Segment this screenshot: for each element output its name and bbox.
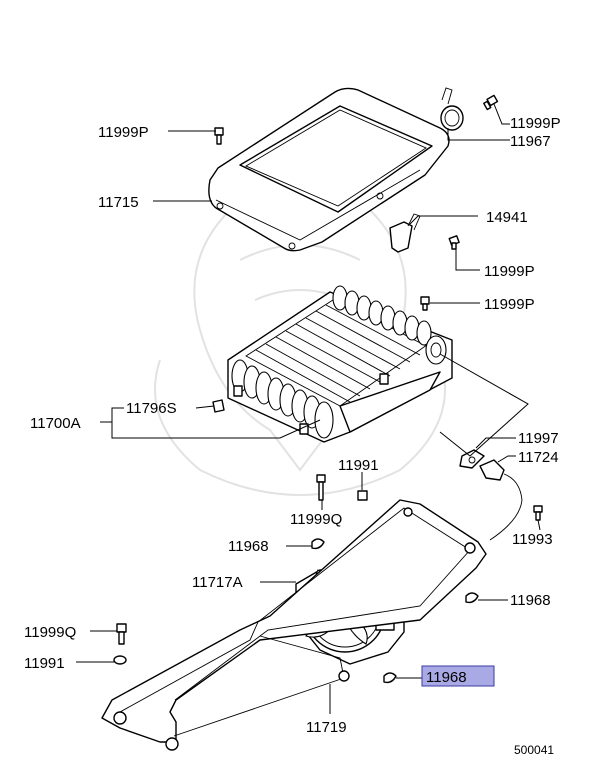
- clip-icon: [465, 592, 479, 604]
- fan-bracket-frame: [101, 499, 487, 751]
- sensor-icon: [479, 459, 523, 541]
- tank-ribs: [231, 359, 334, 439]
- callout-11999q-left[interactable]: 11999Q: [24, 624, 76, 641]
- bolt-icon: [483, 94, 499, 111]
- bolt-icon: [316, 474, 326, 501]
- clip-icon: [383, 672, 397, 684]
- callout-11968-highlight[interactable]: 11968: [426, 669, 467, 686]
- nut-icon: [113, 655, 127, 665]
- bracket-icon: [389, 213, 421, 253]
- clip-icon: [311, 538, 325, 550]
- bolt-icon: [420, 296, 430, 311]
- diagram-code: 500041: [514, 743, 554, 757]
- tank-ribs: [332, 285, 447, 365]
- highlight-box: [421, 665, 495, 687]
- callout-11999p-mid2[interactable]: 11999P: [484, 296, 535, 313]
- bolt-icon: [448, 235, 460, 250]
- callout-11967[interactable]: 11967: [510, 133, 551, 150]
- callout-11991-mid[interactable]: 11991: [338, 457, 379, 474]
- nut-icon: [357, 490, 368, 501]
- callout-11796s[interactable]: 11796S: [126, 400, 177, 417]
- leader-lines: [76, 103, 541, 714]
- callout-11999p-top-right[interactable]: 11999P: [510, 115, 561, 132]
- intercooler-core: [227, 285, 453, 443]
- gasket-icon: [459, 449, 485, 469]
- callout-labels: 11999P 11967 11999P 11715 14941 11999P 1…: [24, 115, 561, 736]
- callout-11719[interactable]: 11719: [306, 719, 347, 736]
- callout-11717a[interactable]: 11717A: [192, 574, 243, 591]
- callout-11991-left[interactable]: 11991: [24, 655, 65, 672]
- bolt-icon: [116, 623, 127, 645]
- callout-11724[interactable]: 11724: [518, 449, 559, 466]
- hose-clamp-icon: [440, 87, 464, 131]
- callout-11968-right[interactable]: 11968: [510, 592, 551, 609]
- bolt-icon: [533, 505, 543, 521]
- callout-11997[interactable]: 11997: [518, 430, 559, 447]
- callout-11999q-mid[interactable]: 11999Q: [290, 511, 342, 528]
- callout-11993[interactable]: 11993: [512, 531, 553, 548]
- callout-14941[interactable]: 14941: [486, 209, 528, 226]
- bolt-icon: [214, 127, 224, 145]
- callout-11999p-left[interactable]: 11999P: [98, 124, 149, 141]
- intercooler-cover: [208, 87, 450, 252]
- clip-icon: [212, 399, 225, 413]
- callout-11999p-mid[interactable]: 11999P: [484, 263, 535, 280]
- callout-11715[interactable]: 11715: [98, 194, 139, 211]
- callout-11700a[interactable]: 11700A: [30, 415, 81, 432]
- callout-11968-left[interactable]: 11968: [228, 538, 269, 555]
